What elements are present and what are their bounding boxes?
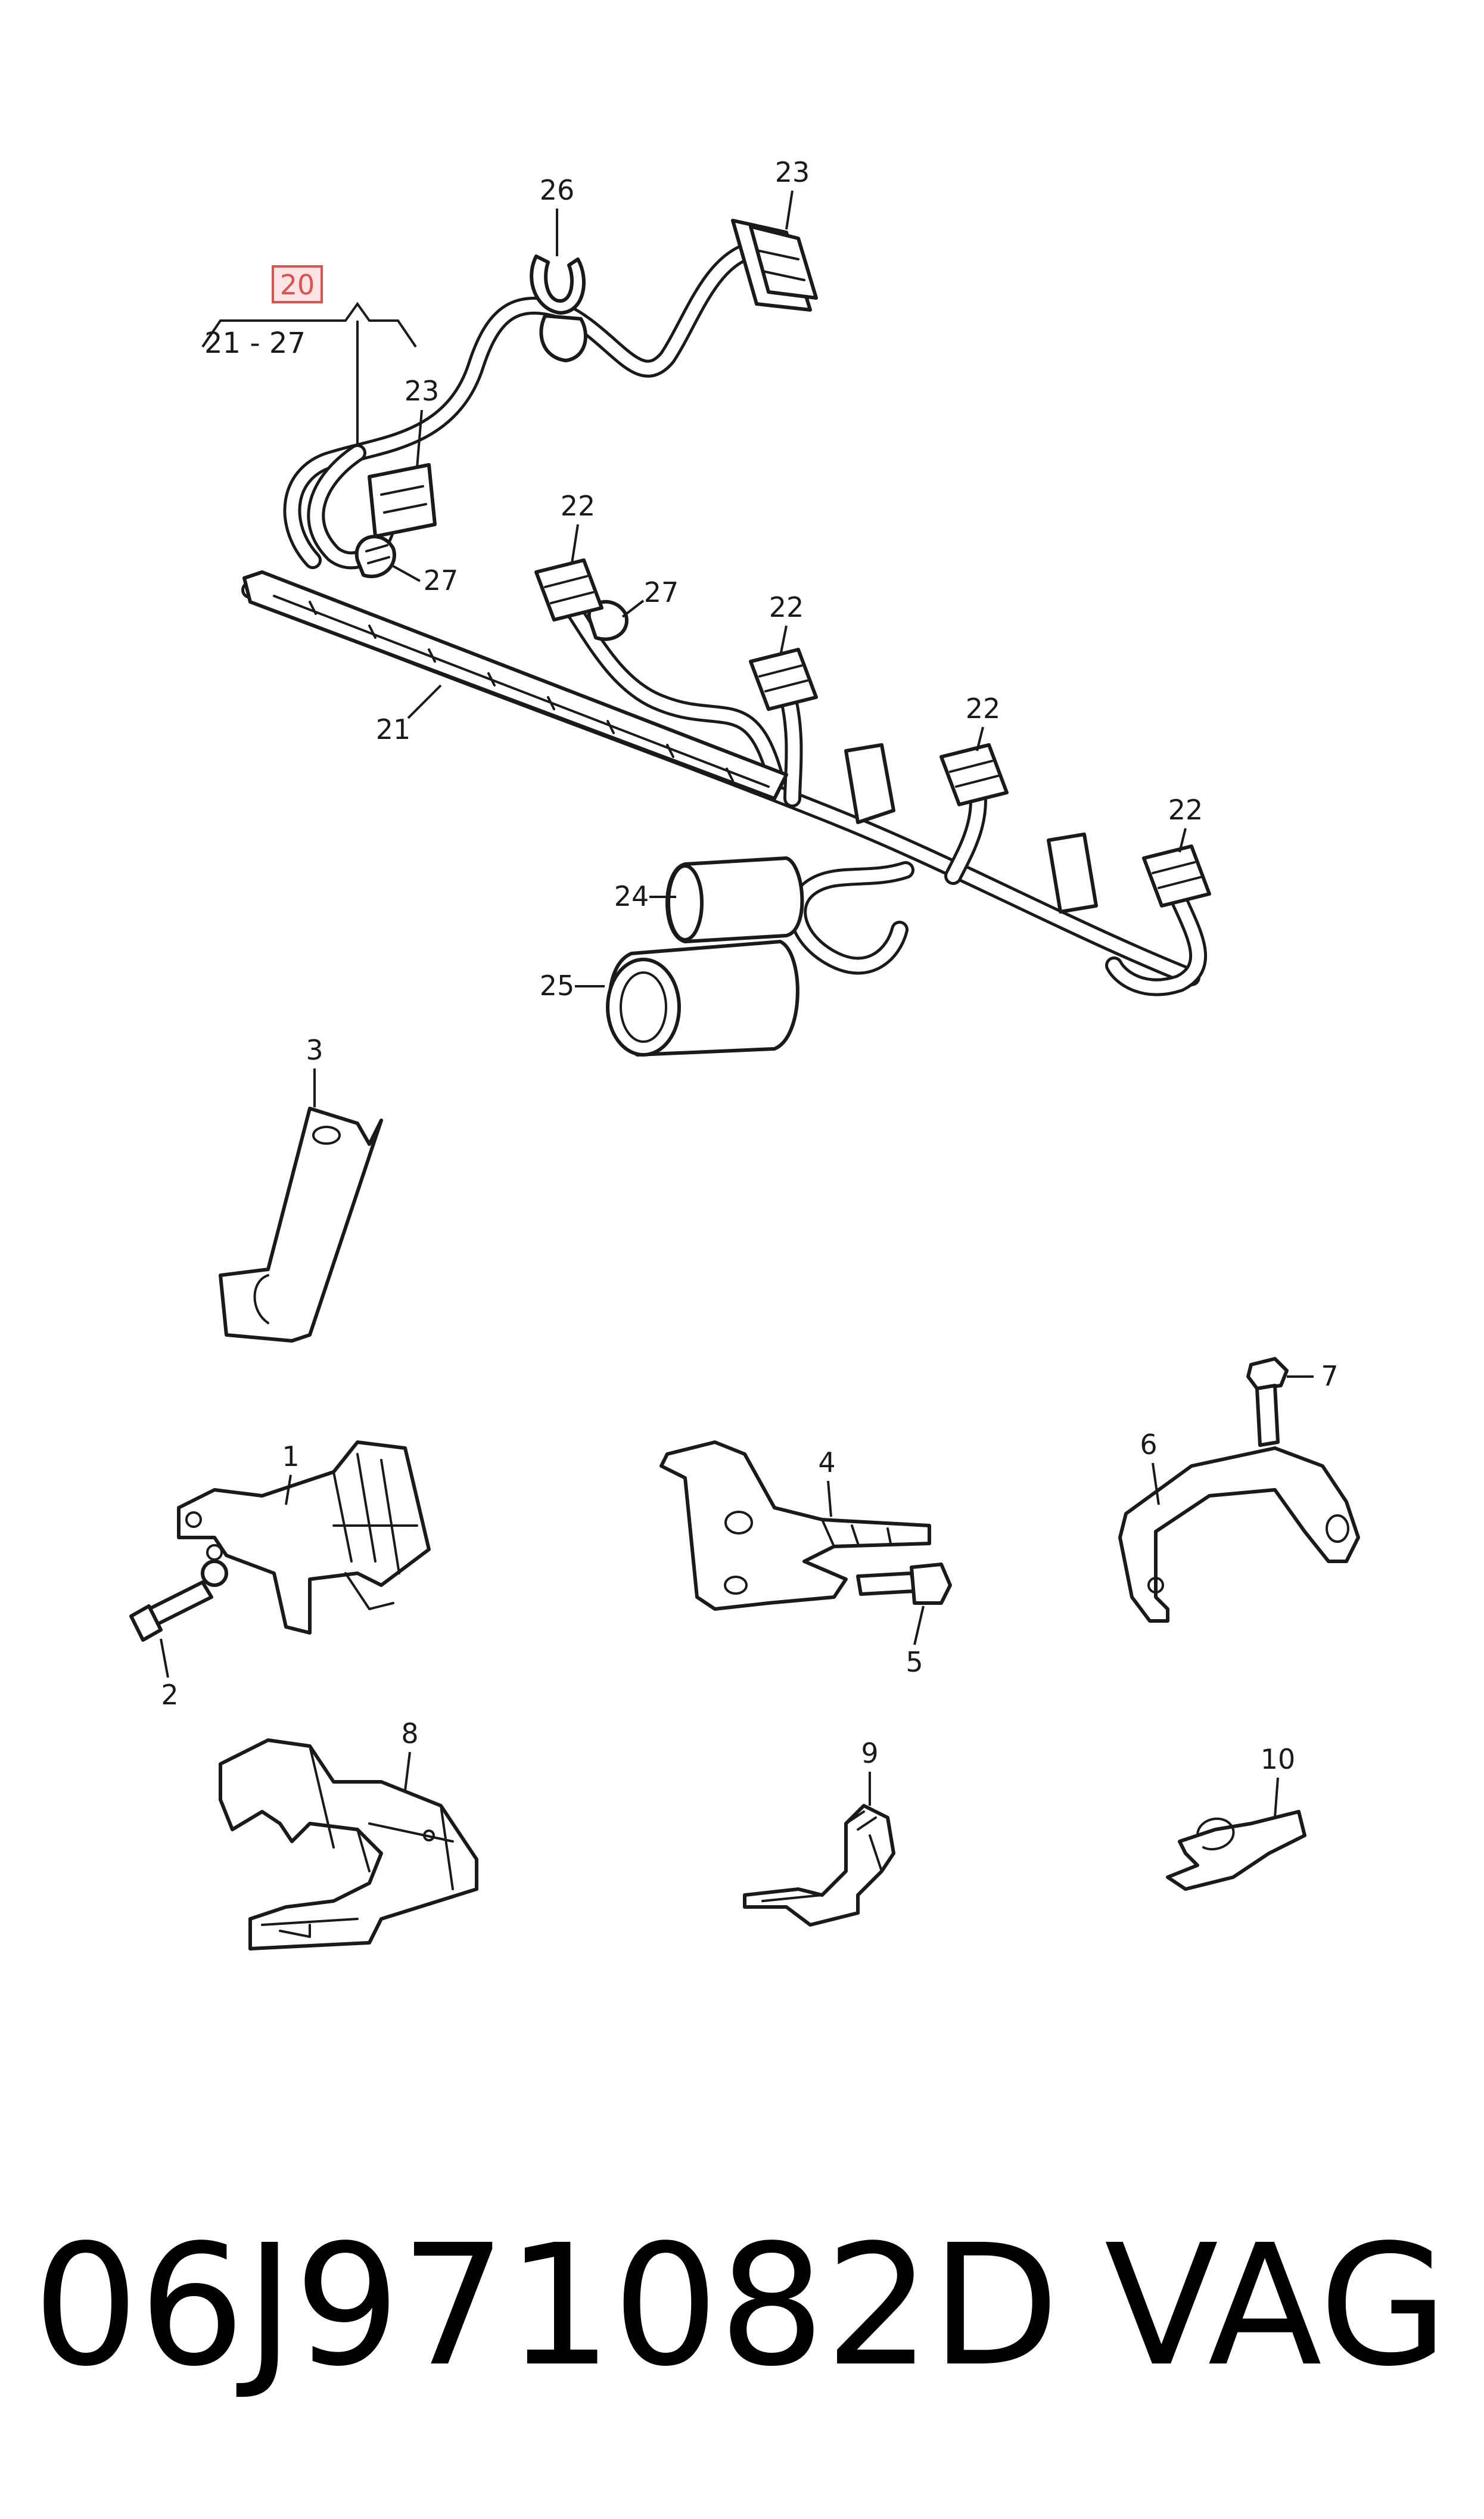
bracket-3: 3	[219, 1034, 383, 1343]
group-highlight-label: 20	[280, 269, 315, 301]
callout-24: 24	[614, 880, 649, 912]
top-connector-23	[731, 219, 818, 312]
large-connector-25	[606, 940, 799, 1057]
callout-22-1: 22	[561, 490, 596, 522]
footer: 06J971082D VAG	[0, 2217, 1484, 2396]
bolt-2: 2	[129, 1580, 213, 1711]
group-callout: 20 21 - 27	[201, 265, 417, 444]
callout-4: 4	[818, 1446, 835, 1479]
callout-10: 10	[1261, 1743, 1296, 1775]
callout-1: 1	[282, 1440, 299, 1473]
callout-3: 3	[306, 1034, 323, 1066]
callout-5: 5	[906, 1646, 923, 1678]
sensor-connector-24	[665, 856, 804, 943]
bracket-1: 1	[177, 1440, 431, 1635]
bolt-7: 7	[1246, 1357, 1339, 1447]
bracket-6: 6	[1118, 1428, 1360, 1623]
group-range-label: 21 - 27	[204, 327, 306, 360]
wiring-harness-illustration	[241, 219, 1211, 1057]
callout-25: 25	[540, 970, 575, 1002]
bracket-4: 4	[659, 1440, 931, 1611]
callout-23-side: 23	[405, 375, 440, 407]
cover-8: 8	[219, 1717, 478, 1950]
clip-9: 9	[743, 1737, 895, 1927]
bolt-5: 5	[856, 1563, 952, 1678]
brand: VAG	[1104, 2209, 1448, 2403]
side-connector-23	[368, 463, 437, 538]
callout-22-4: 22	[1168, 794, 1203, 826]
callout-2: 2	[161, 1679, 178, 1711]
callout-27-mid: 27	[644, 576, 679, 608]
callout-21: 21	[376, 713, 411, 746]
callout-22-3: 22	[966, 692, 1001, 725]
injector-connector-1	[534, 558, 603, 622]
top-clip-26	[530, 254, 587, 362]
callout-27-left: 27	[424, 564, 459, 597]
injector-connector-2	[749, 648, 818, 711]
callout-26: 26	[540, 174, 575, 206]
callout-23-top: 23	[775, 156, 810, 188]
injector-connector-4	[1142, 844, 1211, 908]
group-highlight-box[interactable]	[272, 265, 323, 303]
callout-7: 7	[1321, 1360, 1338, 1392]
part-number: 06J971082D	[33, 2209, 1060, 2403]
callout-8: 8	[401, 1717, 418, 1750]
callout-22-2: 22	[769, 591, 804, 623]
injector-connector-3	[939, 743, 1009, 806]
grommet-27-left	[354, 535, 396, 579]
callout-9: 9	[861, 1737, 878, 1769]
clip-10: 10	[1166, 1743, 1306, 1891]
callout-6: 6	[1140, 1428, 1157, 1461]
harness-callouts: 23 26 23 27 27 21 22 22 22 22 24 25	[376, 156, 1203, 1002]
